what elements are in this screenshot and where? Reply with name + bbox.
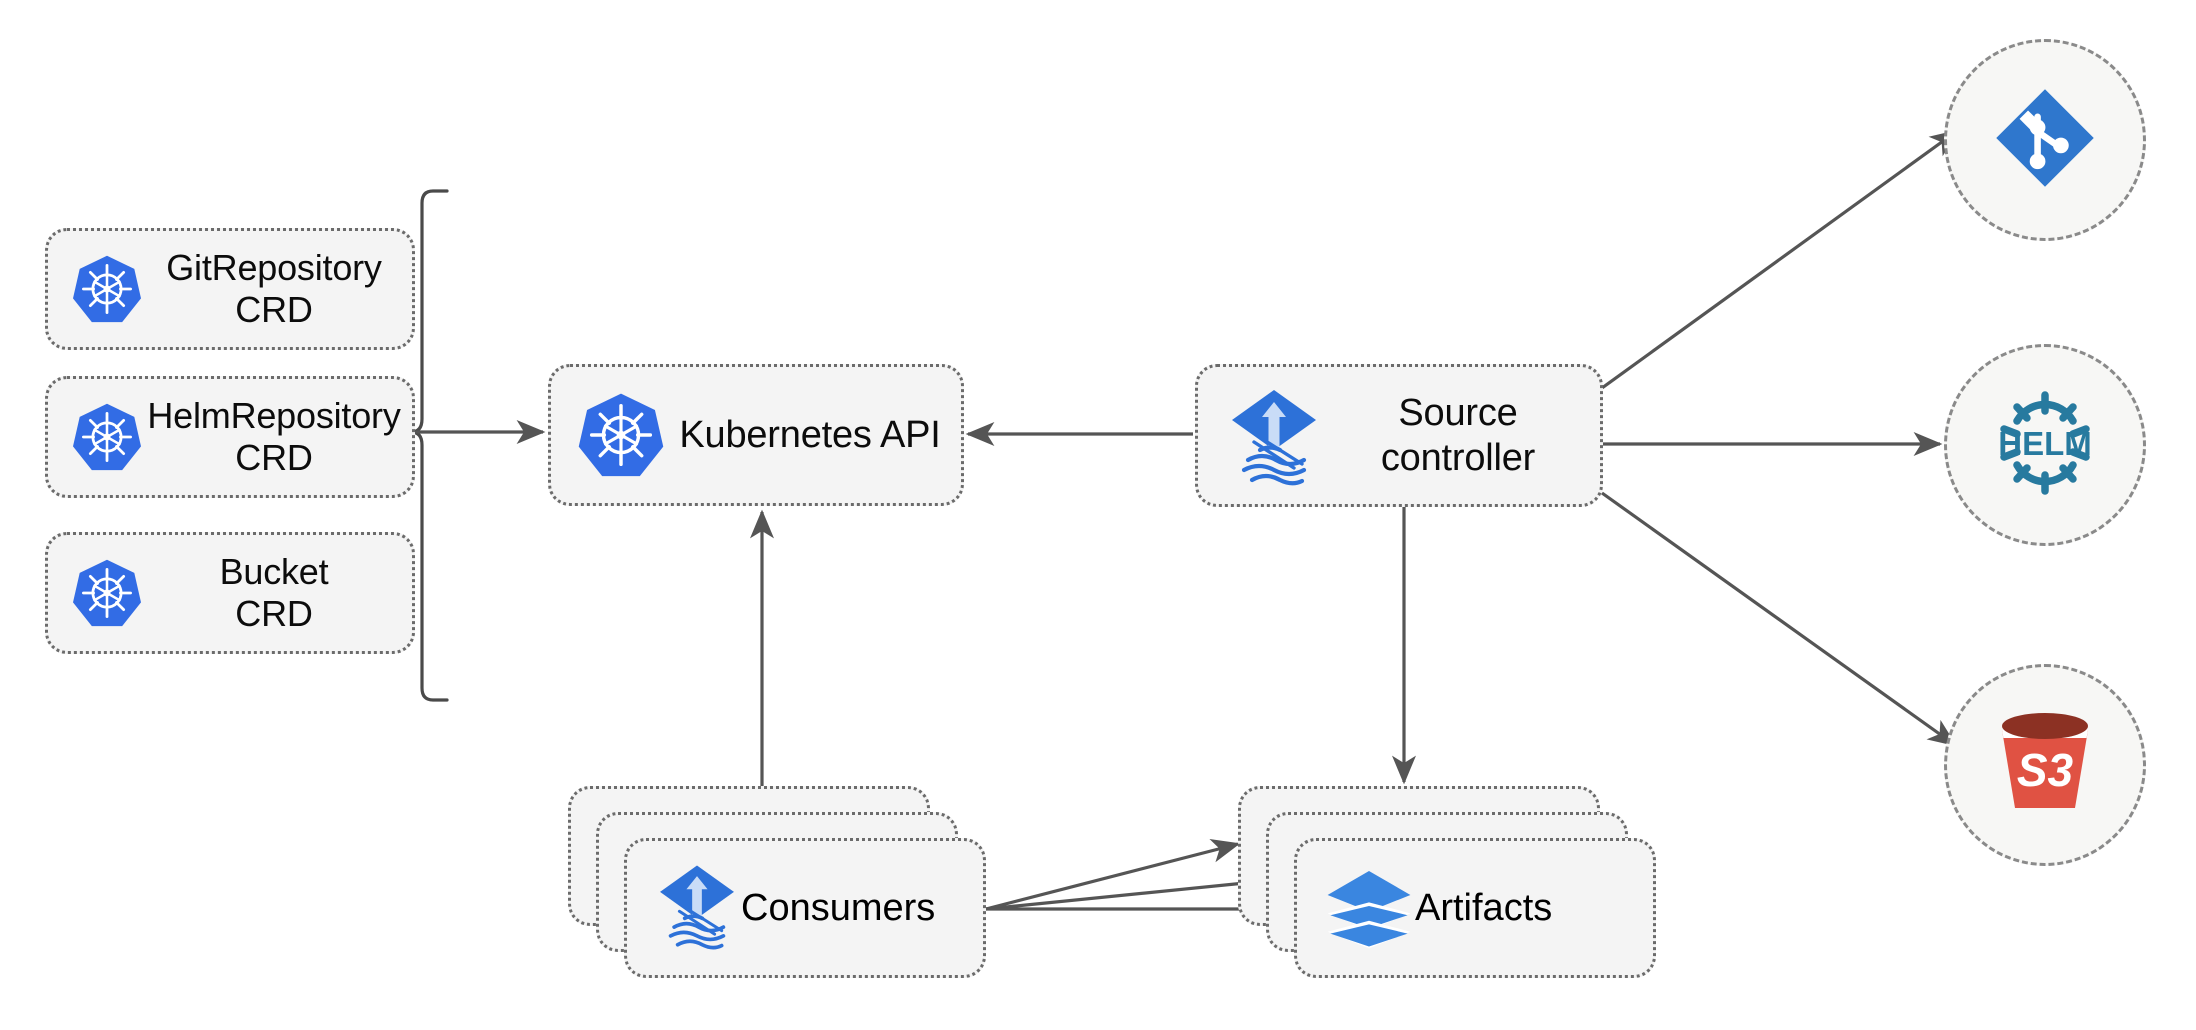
endpoint-helm[interactable]: HELM: [1944, 344, 2146, 546]
crd-label: HelmRepository CRD: [147, 394, 401, 478]
node-artifacts[interactable]: Artifacts: [1294, 838, 1656, 978]
node-label: Consumers: [741, 886, 936, 929]
edge-source-to-git: [1601, 129, 1959, 390]
edge-consumers-to-artifacts-1: [985, 838, 1241, 911]
kubernetes-icon: [70, 400, 144, 474]
crd-group-brace: [410, 189, 449, 702]
crd-label: Bucket CRD: [219, 550, 329, 634]
layers-icon: [1323, 860, 1415, 957]
s3-bucket-icon: S3: [1987, 708, 2103, 823]
helm-wordmark: HELM: [1998, 425, 2092, 462]
endpoint-git[interactable]: [1944, 39, 2146, 241]
node-label: Kubernetes API: [679, 413, 941, 456]
helm-icon: HELM: [1984, 387, 2106, 504]
node-label: Artifacts: [1415, 886, 1553, 929]
edge-source-to-s3: [1601, 491, 1957, 747]
flux-source-icon: [1224, 384, 1324, 488]
node-label: Source controller: [1380, 391, 1536, 479]
kubernetes-icon: [70, 252, 144, 326]
kubernetes-icon: [70, 556, 144, 630]
node-source-controller[interactable]: Source controller: [1195, 364, 1603, 507]
node-kubernetes-api[interactable]: Kubernetes API: [548, 364, 964, 506]
crd-card-helmrepository[interactable]: HelmRepository CRD: [45, 376, 415, 498]
git-icon: [1992, 85, 2098, 196]
edge-consumers-to-artifacts-2: [985, 871, 1268, 911]
crd-card-bucket[interactable]: Bucket CRD: [45, 532, 415, 654]
node-consumers[interactable]: Consumers: [624, 838, 986, 978]
flux-source-icon: [653, 860, 741, 957]
kubernetes-icon: [575, 389, 667, 481]
crd-label: GitRepository CRD: [166, 246, 382, 330]
crd-card-gitrepository[interactable]: GitRepository CRD: [45, 228, 415, 350]
s3-wordmark: S3: [2017, 744, 2074, 796]
endpoint-s3[interactable]: S3: [1944, 664, 2146, 866]
